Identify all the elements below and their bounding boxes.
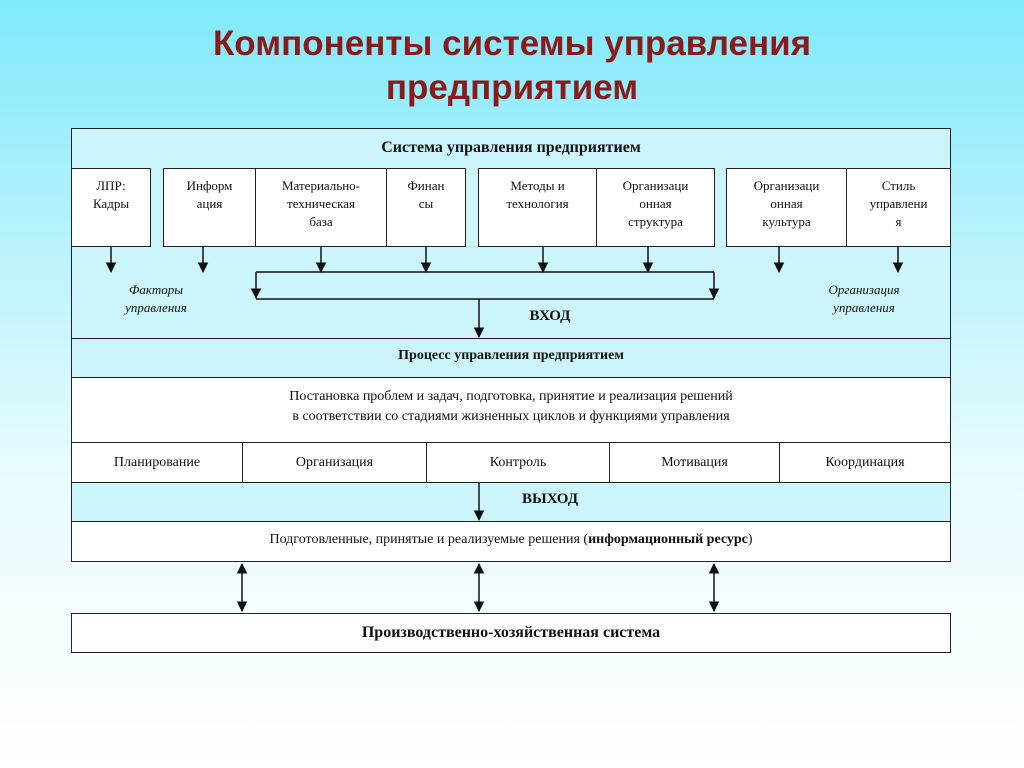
factor-style-line-2: управлени [869,196,928,211]
factor-lpr-line-2: Кадры [92,196,130,211]
output-text-post: ) [747,532,753,547]
factor-information-line-2: ация [196,196,223,211]
factors-label-line-2: управления [125,300,187,315]
organization-label-line-2: управления [833,300,895,315]
factor-org-culture-line-3: культура [762,214,811,229]
factor-org-structure-line-1: Организаци [622,178,689,193]
organization-label-line-1: Организация [828,282,900,297]
title-line-1: Компоненты системы управления [212,24,812,63]
process-description-box: Постановка проблем и задач, подготовка, … [71,377,951,443]
factor-lpr-line-1: ЛПР: [96,178,126,193]
function-coordination-label: Координация [825,455,905,470]
factor-org-structure-line-2: онная [639,196,672,211]
function-organization: Организация [242,442,427,483]
output-text: Подготовленные, принятые и реализуемые р… [72,532,950,548]
factor-finance-line-2: сы [418,196,434,211]
function-coordination: Координация [779,442,951,483]
factors-label-line-1: Факторы [128,282,184,297]
production-system-label: Производственно-хозяйственная система [361,624,661,641]
page-title: Компоненты системы управления предприяти… [0,22,1024,110]
factor-org-culture-line-1: Организаци [753,178,820,193]
factor-methods-line-1: Методы и [510,178,565,193]
factors-label: Факторы управления [100,281,212,317]
system-header: Система управления предприятием [381,139,641,156]
output-label: ВЫХОД [521,491,579,507]
function-organization-label: Организация [295,455,374,470]
function-motivation-label: Мотивация [661,455,728,470]
factor-style-line-3: я [895,214,902,229]
process-description-line-1: Постановка проблем и задач, подготовка, … [289,389,733,404]
factor-box-management-style: Стиль управлени я [846,168,951,247]
input-label: ВХОД [529,308,571,324]
title-line-2: предприятием [385,68,639,107]
output-text-bold: информационный ресурс [588,532,748,547]
function-control: Контроль [426,442,610,483]
factor-material-line-1: Материально- [282,178,360,193]
factor-box-org-structure: Организаци онная структура [596,168,715,247]
factor-box-org-culture: Организаци онная культура [726,168,847,247]
factor-box-methods: Методы и технология [478,168,597,247]
output-text-pre: Подготовленные, принятые и реализуемые р… [269,532,589,547]
factor-material-line-2: техническая [287,196,355,211]
factor-org-culture-line-2: онная [770,196,803,211]
factor-methods-line-2: технология [506,196,569,211]
factor-information-line-1: Информ [186,178,233,193]
factor-box-information: Информ ация [163,168,256,247]
factor-box-lpr: ЛПР: Кадры [71,168,151,247]
production-system-box: Производственно-хозяйственная система [71,613,951,653]
function-control-label: Контроль [489,455,547,470]
factor-box-finance: Финан сы [386,168,466,247]
factor-box-material-base: Материально- техническая база [255,168,387,247]
factor-style-line-1: Стиль [881,178,916,193]
organization-label: Организация управления [803,281,925,317]
factor-finance-line-1: Финан [407,178,445,193]
factor-material-line-3: база [309,214,333,229]
function-planning: Планирование [71,442,243,483]
process-description: Постановка проблем и задач, подготовка, … [72,387,950,427]
process-header: Процесс управления предприятием [398,348,624,363]
factor-org-structure-line-3: структура [628,214,683,229]
function-planning-label: Планирование [113,455,201,470]
process-description-line-2: в соответствии со стадиями жизненных цик… [292,409,730,424]
output-box: Подготовленные, принятые и реализуемые р… [71,521,951,562]
